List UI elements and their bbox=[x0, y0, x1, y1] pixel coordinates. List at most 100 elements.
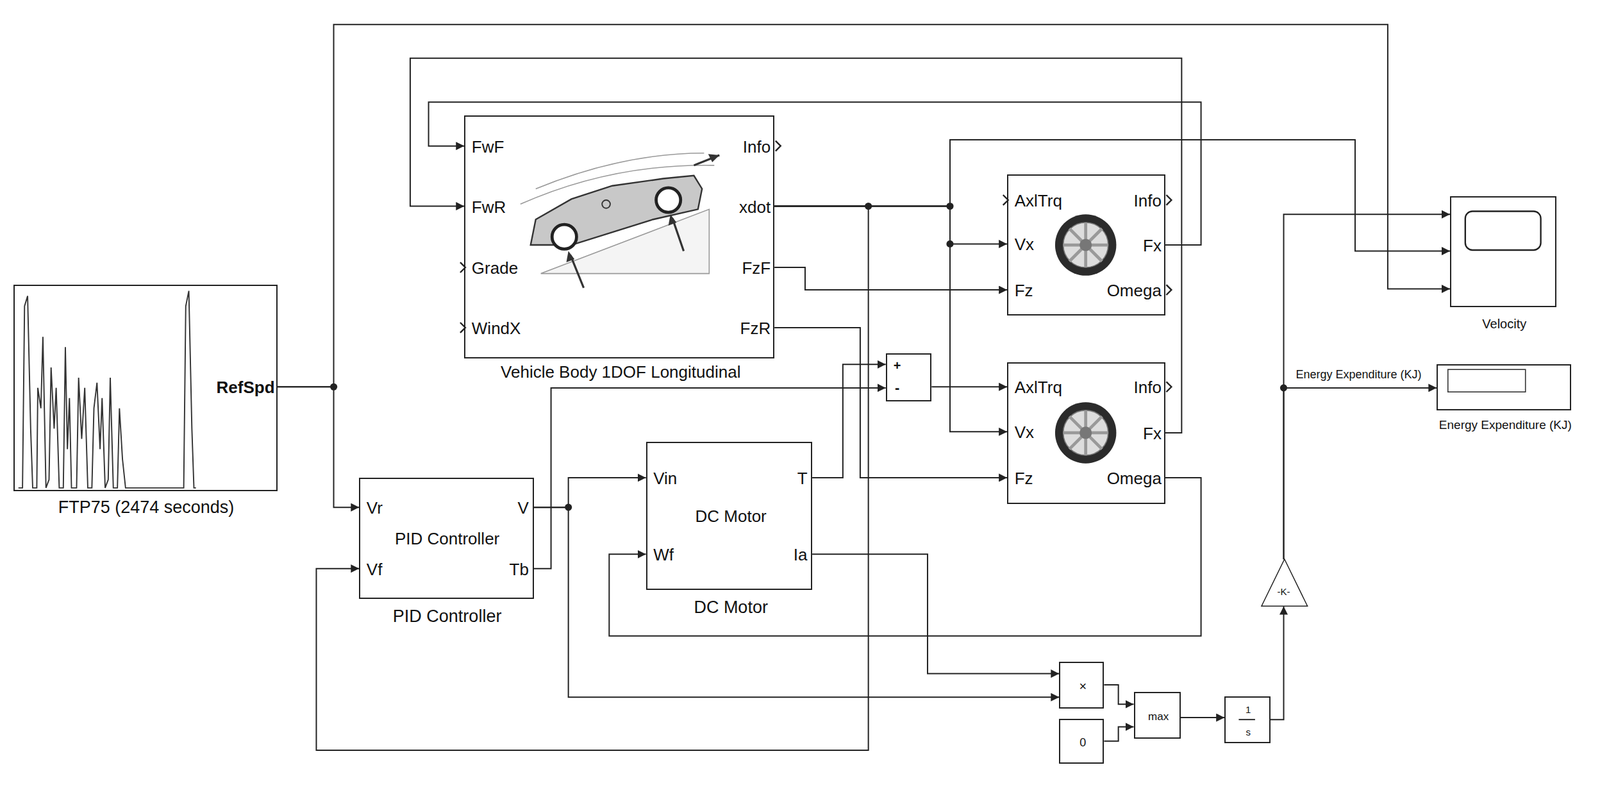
hub bbox=[1079, 238, 1092, 251]
signal-line bbox=[1103, 726, 1134, 741]
block-text: 1 bbox=[1245, 703, 1251, 715]
car-wheel bbox=[656, 187, 681, 213]
gain-triangle bbox=[1261, 558, 1308, 606]
signal-line bbox=[277, 386, 359, 508]
block-name: DC Motor bbox=[693, 597, 768, 618]
block-text: + bbox=[893, 358, 902, 374]
port-name: xdot bbox=[739, 198, 771, 218]
block-text: 0 bbox=[1079, 735, 1086, 749]
block-name: Velocity bbox=[1482, 316, 1527, 332]
port-name: Vin bbox=[653, 469, 677, 489]
signal-line bbox=[774, 206, 1008, 245]
port-chevron bbox=[775, 141, 781, 152]
block-text: × bbox=[1078, 678, 1087, 694]
block-text: DC Motor bbox=[695, 507, 767, 527]
product-block: × bbox=[1058, 661, 1104, 709]
block-text: max bbox=[1148, 710, 1169, 724]
port-name: T bbox=[797, 469, 808, 489]
port-name: AxlTrq bbox=[1014, 378, 1063, 398]
max-block: max bbox=[1133, 691, 1181, 739]
spokes bbox=[1063, 222, 1109, 268]
signal-line bbox=[410, 58, 1182, 433]
dc-motor-block: VinWfTIaDC MotorDC Motor bbox=[646, 441, 813, 590]
sum-block: +- bbox=[885, 353, 933, 402]
port-chevron bbox=[1166, 284, 1172, 295]
port-name: Vx bbox=[1014, 423, 1034, 443]
signal-line bbox=[774, 267, 1008, 290]
port-name: RefSpd bbox=[216, 378, 275, 398]
port-name: Vx bbox=[1014, 235, 1034, 255]
drive-cycle-plot bbox=[18, 291, 197, 488]
block-text: -K- bbox=[1277, 586, 1291, 598]
integrator-block: 1s bbox=[1224, 696, 1271, 743]
port-name: FzF bbox=[741, 258, 771, 279]
display-block: Energy Expenditure (KJ) bbox=[1436, 364, 1572, 411]
port-name: Fz bbox=[1014, 469, 1034, 489]
signal-line bbox=[812, 553, 1059, 674]
vehicle-illustration bbox=[520, 153, 720, 288]
signal-line bbox=[533, 507, 1060, 697]
scope-screen bbox=[1465, 210, 1542, 250]
constant-block: 0 bbox=[1058, 718, 1104, 764]
port-name: Tb bbox=[509, 560, 529, 580]
drive-cycle-trace bbox=[18, 291, 197, 488]
block-name: PID Controller bbox=[392, 606, 502, 627]
tire-block: AxlTrqVxFzInfoFxOmega bbox=[1007, 174, 1166, 316]
port-name: Fx bbox=[1142, 236, 1162, 256]
scope-block: Velocity bbox=[1450, 196, 1557, 308]
block-name: FTP75 (2474 seconds) bbox=[58, 497, 235, 518]
rim bbox=[1063, 410, 1109, 456]
port-chevrons bbox=[460, 141, 1172, 393]
port-name: Ia bbox=[793, 545, 808, 565]
block-text: s bbox=[1245, 726, 1251, 738]
port-name: Vf bbox=[366, 560, 383, 580]
signal-line bbox=[1103, 684, 1134, 704]
signal-line bbox=[774, 327, 1008, 478]
wind-arrowhead bbox=[708, 153, 720, 163]
port-name: Wf bbox=[653, 545, 674, 565]
port-name: WindX bbox=[471, 319, 522, 339]
signal-line bbox=[774, 206, 1008, 433]
tire-icon bbox=[1055, 401, 1117, 464]
port-name: FzR bbox=[740, 319, 772, 339]
block-name: Vehicle Body 1DOF Longitudinal bbox=[500, 362, 741, 383]
tire-icon bbox=[1055, 214, 1117, 276]
force-arrow bbox=[570, 255, 584, 288]
signal-line bbox=[316, 206, 868, 750]
port-name: Fx bbox=[1142, 424, 1162, 444]
gain-triangle-outline bbox=[1261, 558, 1308, 606]
port-chevron bbox=[1166, 381, 1172, 392]
port-name: Vr bbox=[366, 498, 383, 518]
fraction-bar bbox=[1238, 718, 1255, 720]
pid-controller-block: VrVfVTbPID ControllerPID Controller bbox=[358, 477, 534, 599]
center-of-gravity bbox=[601, 200, 611, 209]
port-name: Info bbox=[742, 137, 771, 158]
signal-line bbox=[1283, 214, 1450, 559]
port-name: FwF bbox=[471, 137, 505, 158]
port-name: Omega bbox=[1107, 281, 1162, 301]
tire bbox=[1055, 214, 1117, 276]
port-name: Info bbox=[1133, 191, 1162, 211]
tire-block: AxlTrqVxFz InfoFxOmega bbox=[1007, 362, 1166, 504]
port-name: Omega bbox=[1107, 469, 1162, 489]
port-chevron bbox=[1166, 194, 1172, 206]
block-name: Energy Expenditure (KJ) bbox=[1439, 417, 1572, 433]
drive-cycle-source: RefSpdFTP75 (2474 seconds) bbox=[13, 284, 278, 492]
hub bbox=[1079, 426, 1092, 439]
port-name: AxlTrq bbox=[1014, 191, 1063, 211]
tire bbox=[1055, 401, 1117, 464]
force-arrowhead bbox=[566, 251, 575, 263]
gain-block: -K- bbox=[1261, 558, 1308, 606]
signal-line bbox=[1283, 387, 1438, 559]
rim bbox=[1063, 222, 1109, 268]
signal-line bbox=[608, 477, 1201, 636]
signal-line bbox=[931, 385, 1008, 388]
signal-line bbox=[812, 364, 886, 478]
vehicle-body-block: FwFFwRGradeWindXInfoxdotFzFFzRVehicle Bo… bbox=[464, 115, 775, 359]
port-name: Grade bbox=[471, 258, 518, 279]
block-text: PID Controller bbox=[394, 529, 500, 549]
display-window bbox=[1448, 369, 1526, 392]
port-name: V bbox=[517, 498, 529, 518]
port-name: Info bbox=[1133, 378, 1162, 398]
